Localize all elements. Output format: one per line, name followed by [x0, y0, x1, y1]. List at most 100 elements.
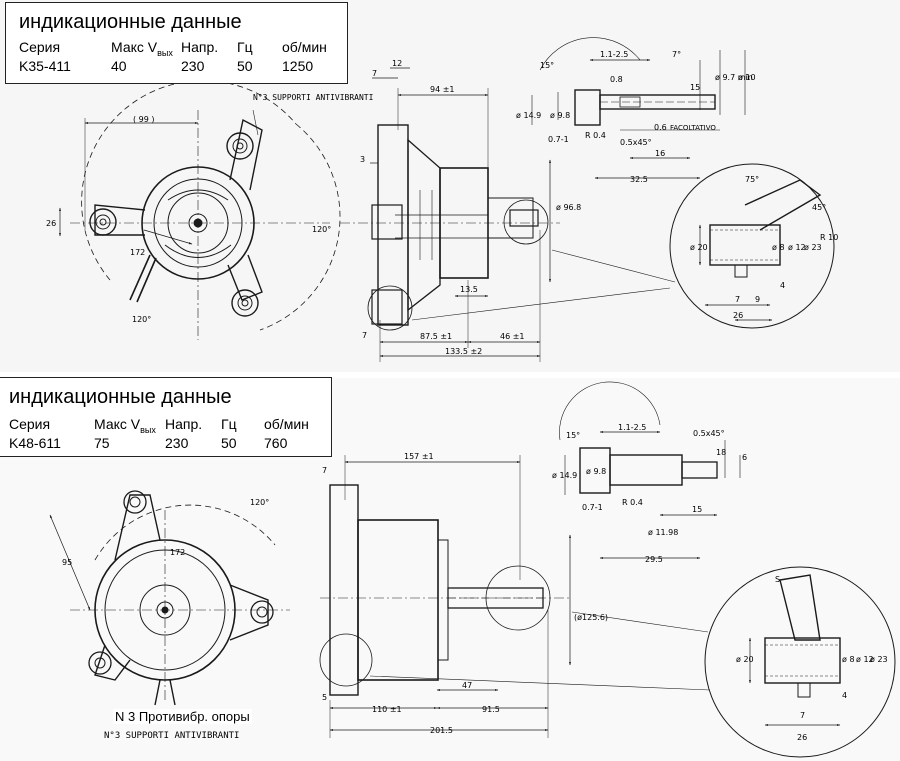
dim-120a: 120°	[312, 225, 331, 234]
dim-9-7: ø 9.7 min	[715, 73, 753, 82]
dim-23: ø 23	[804, 243, 822, 252]
top-header-rpm: об/мин	[282, 39, 327, 55]
dim-14-9: ø 14.9	[552, 471, 577, 480]
bottom-header-vmax-text: Макс V	[94, 416, 141, 432]
dim-96-8: ø 96.8	[556, 203, 581, 212]
bottom-header-series: Серия	[9, 416, 51, 432]
dim-R0-4: R 0.4	[622, 498, 643, 507]
bottom-front-view	[49, 490, 290, 706]
top-header-series: Серия	[19, 39, 61, 55]
top-value-series: K35-411	[19, 58, 71, 74]
dim-125-6: (ø125.6)	[574, 613, 608, 622]
top-header-voltage: Напр.	[181, 39, 219, 55]
bottom-magnified-detail	[369, 566, 896, 758]
bottom-header-voltage: Напр.	[165, 416, 203, 432]
dim-3: 3	[360, 155, 365, 164]
dim-7: 7	[322, 466, 327, 475]
dim-14-9: ø 14.9	[516, 111, 541, 120]
dim-172: 172	[170, 548, 185, 557]
dim-4: 4	[780, 281, 785, 290]
bottom-header-vmax-sub: вых	[140, 424, 156, 435]
dim-46: 46 ±1	[500, 332, 525, 341]
dim-172: 172	[130, 248, 145, 257]
top-header-vmax-sub: вых	[157, 47, 173, 58]
dim-0-7: 0.7-1	[548, 135, 569, 144]
dim-32-5: 32.5	[630, 175, 648, 184]
dim-94: 94 ±1	[430, 85, 455, 94]
dim-20: ø 20	[736, 655, 754, 664]
dim-R10: R 10	[820, 233, 838, 242]
bottom-header-hz: Гц	[221, 416, 237, 432]
dim-8: ø 8	[842, 655, 855, 664]
dim-7b: 7	[362, 331, 367, 340]
dim-26: 26	[46, 219, 56, 228]
dim-157: 157 ±1	[404, 452, 434, 461]
dim-12b: ø 12	[788, 243, 806, 252]
bottom-caption-ru: N 3 Противибр. опоры	[113, 709, 252, 724]
dim-R0-4: R 0.4	[585, 131, 606, 140]
top-header-vmax-text: Макс V	[111, 39, 158, 55]
top-header-vmax: Макс Vвых	[111, 39, 173, 58]
facoltativo-note: FACOLTATIVO	[670, 124, 716, 132]
top-magnified-detail	[411, 163, 835, 329]
dim-26b: 26	[733, 311, 743, 320]
dim-13-5: 13.5	[460, 285, 478, 294]
dim-0-6: 0.6	[654, 123, 667, 132]
top-spec-title: индикационные данные	[19, 11, 242, 33]
dim-18: 18	[716, 448, 726, 457]
dim-16: 16	[655, 149, 665, 158]
dim-120: 120°	[250, 498, 269, 507]
dim-7c: 7	[735, 295, 740, 304]
top-header-hz: Гц	[237, 39, 253, 55]
bottom-value-rpm: 760	[264, 435, 288, 451]
dim-9: 9	[755, 295, 760, 304]
top-spec-box: индикационные данные Серия Макс Vвых Нап…	[5, 2, 348, 84]
top-side-view	[340, 67, 560, 362]
dim-0-5x45: 0.5x45°	[693, 429, 725, 438]
panel-divider	[0, 372, 900, 378]
dim-10: ø 10	[738, 73, 756, 82]
bottom-header-rpm: об/мин	[264, 416, 309, 432]
dim-23: ø 23	[870, 655, 888, 664]
bottom-dimension-labels: 120° 95 172 7 157 ±1 (ø125.6) 47 5 110 ±…	[62, 423, 888, 742]
dim-5: 5	[322, 693, 327, 702]
dim-11-98: ø 11.98	[648, 528, 678, 537]
bottom-value-voltage: 230	[165, 435, 189, 451]
bottom-value-hz: 50	[221, 435, 237, 451]
bottom-side-view	[319, 455, 572, 738]
dim-87-5: 87.5 ±1	[420, 332, 452, 341]
dim-20: ø 20	[690, 243, 708, 252]
bottom-caption-it: N°3 SUPPORTI ANTIVIBRANTI	[104, 731, 240, 741]
dim-7deg: 7°	[672, 50, 681, 59]
dim-91-5: 91.5	[482, 705, 500, 714]
bottom-header-vmax: Макс Vвых	[94, 416, 156, 435]
dim-75deg: 75°	[745, 175, 759, 184]
bottom-spec-box: индикационные данные Серия Макс Vвых Нап…	[0, 377, 332, 457]
dim-4: 4	[842, 691, 847, 700]
dim-12: 12	[392, 59, 402, 68]
bottom-shaft-detail	[559, 381, 741, 560]
bottom-value-vmax: 75	[94, 435, 110, 451]
top-dimension-labels: ( 99 ) 26 172 120° 120° 7 12 94 ±1 3 13.…	[46, 50, 838, 356]
dim-26: 26	[797, 733, 807, 742]
dim-133-5: 133.5 ±2	[445, 347, 482, 356]
dim-12: ø 12	[856, 655, 874, 664]
dim-1-1: 1.1-2.5	[600, 50, 628, 59]
bottom-spec-title: индикационные данные	[9, 386, 232, 408]
dim-S: S	[775, 575, 780, 584]
dim-110: 110 ±1	[372, 705, 402, 714]
dim-45deg: 45°	[812, 203, 826, 212]
dim-9-8: ø 9.8	[586, 467, 606, 476]
dim-120b: 120°	[132, 315, 151, 324]
dim-15: 15	[690, 83, 700, 92]
bottom-value-series: K48-611	[9, 435, 61, 451]
dim-15: 15	[692, 505, 702, 514]
dim-47: 47	[462, 681, 472, 690]
top-supports-note: N°3 SUPPORTI ANTIVIBRANTI	[253, 93, 374, 102]
top-front-view	[58, 80, 341, 340]
dim-9-8: ø 9.8	[550, 111, 570, 120]
dim-15deg: 15°	[540, 61, 554, 70]
dim-0-7: 0.7-1	[582, 503, 603, 512]
